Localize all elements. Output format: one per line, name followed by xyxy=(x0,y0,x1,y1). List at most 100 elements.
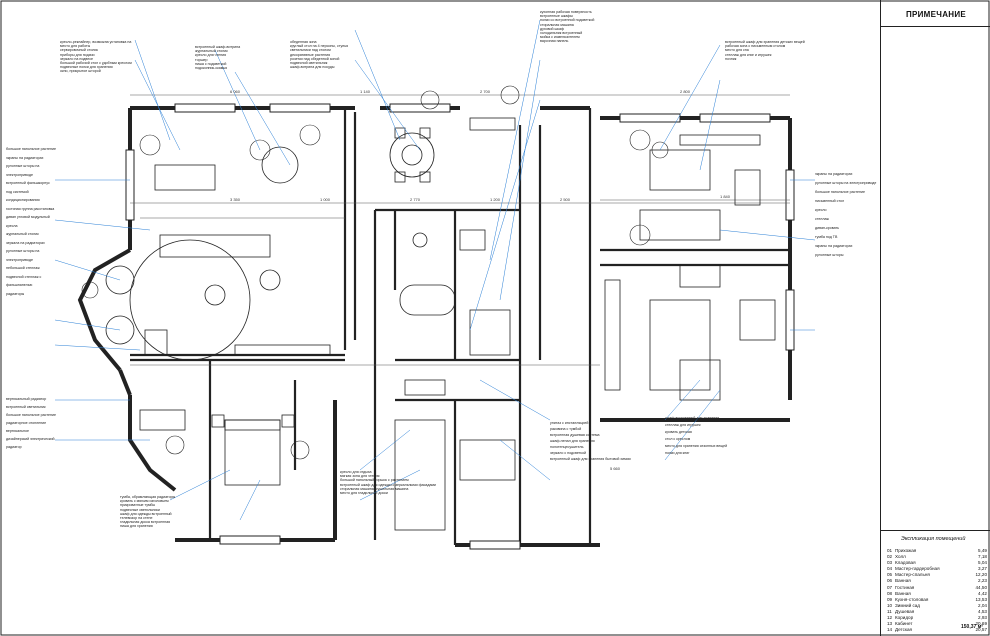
callout-text: встроенный шкаф для хранения детских вещ… xyxy=(725,40,805,44)
room-name: Ванная xyxy=(895,590,911,596)
callouts-bottom-right: шкаф встроенный для хранения стеллаж для… xyxy=(665,415,765,457)
callout-text: стол с креслом xyxy=(665,437,691,441)
callout-text: тумба, обрамляющая радиаторы xyxy=(120,495,176,499)
callout-text: стиральная машина, сушильная машина xyxy=(340,486,409,491)
callout-text: встроенный светильник xyxy=(6,405,46,409)
room-area: 2,04 xyxy=(978,602,987,608)
callout-text: подоконник-скамья xyxy=(195,66,228,71)
plants xyxy=(81,85,669,460)
callout-text: гостиная группа расстановка xyxy=(6,206,55,211)
room-area: 5,04 xyxy=(978,560,987,566)
callout-text: полки для книг xyxy=(665,451,690,455)
callout-leaders xyxy=(54,19,816,521)
callouts-top-right: встроенный шкаф для хранения детских вещ… xyxy=(725,40,815,61)
room-number: 12 xyxy=(887,615,893,621)
explication-divider xyxy=(881,530,990,531)
kids-room-furniture xyxy=(604,264,776,401)
callout-text: письменный стол xyxy=(815,199,845,203)
room-number: 05 xyxy=(887,572,893,578)
room-name: Душевая xyxy=(895,608,915,614)
callout-text: декоративные растения xyxy=(290,52,331,57)
callout-text: круглый стол на 4 персоны, стулья xyxy=(290,44,349,49)
callout-text: встроенный фальшкорпус под системой конд… xyxy=(6,181,50,202)
room-number: 07 xyxy=(887,584,893,590)
callout-text: торшер xyxy=(195,57,208,62)
room-number: 13 xyxy=(887,621,893,627)
callout-text: шкаф для одежды встроенный xyxy=(120,511,172,516)
room-number: 10 xyxy=(887,602,893,608)
callout-text: полки со встроенной подсветкой xyxy=(540,18,595,23)
callout-text: духовой шкаф xyxy=(540,26,565,31)
callout-text: радиаторы xyxy=(6,291,25,296)
callout-text: большое напольное растение xyxy=(815,190,866,194)
callout-text: сервировочный столик xyxy=(60,48,98,53)
room-area: 2,23 xyxy=(978,578,987,584)
room-number: 01 xyxy=(887,548,893,553)
callout-text: большое напольное растение xyxy=(6,147,57,151)
callout-text: кресло-реклайнер, возможна установка на … xyxy=(60,40,132,49)
callouts-bottom-middle: кресло для отдыха мягкая зона для чтения… xyxy=(340,470,440,495)
callout-text: место для хранения сезонных вещей xyxy=(665,444,728,448)
room-name: Детская xyxy=(895,627,913,633)
callout-text: окно, прикрытое шторой xyxy=(60,69,101,74)
bedroom-furniture xyxy=(139,409,516,531)
callout-text: кресло для отдыха xyxy=(340,470,372,474)
dim-mid-3: 2 770 xyxy=(410,197,421,202)
dim-mid-6: 1 840 xyxy=(720,194,731,199)
room-area: 44,50 xyxy=(975,584,988,590)
callout-text: шкаф встроенный для хранения xyxy=(665,416,720,420)
room-area: 20,69 xyxy=(975,621,988,627)
callout-text: раковина с тумбой xyxy=(550,427,582,431)
room-area: 5,49 xyxy=(978,548,987,553)
callout-text: встроенная душевая система xyxy=(550,433,600,437)
callout-text: журнальный столик xyxy=(6,232,39,236)
callout-text: стеллаж для игрушек xyxy=(665,423,701,427)
room-number: 08 xyxy=(887,590,893,596)
dimension-labels: 6 060 1 140 2 700 2 800 3 350 1 000 2 77… xyxy=(230,89,731,471)
dimension-lines xyxy=(130,94,790,366)
callout-text: зеркало на подвесе xyxy=(60,56,93,61)
callout-text: рабочая зона с письменным столом xyxy=(725,44,786,49)
callout-text: кресло xyxy=(815,208,827,212)
dim-top-1: 6 060 xyxy=(230,89,241,94)
dim-mid-1: 3 350 xyxy=(230,197,241,202)
callout-text: экраны на радиаторах xyxy=(6,155,44,160)
callout-text: прикроватные тумбы xyxy=(120,503,156,508)
room-area: 3,27 xyxy=(978,566,987,572)
callout-text: рулонные шторы на электроприводе xyxy=(6,164,40,177)
study-furniture xyxy=(639,134,761,241)
total-area: 150,37 м² xyxy=(961,624,984,630)
dim-mid-2: 1 000 xyxy=(320,197,331,202)
callout-text: кровать с мягким изголовьем xyxy=(120,499,169,504)
callout-text: ночник xyxy=(725,56,737,61)
callout-text: диван угловой модульный xyxy=(6,215,50,219)
room-name: Мастер-гардеробная xyxy=(895,566,940,572)
room-name: Зимний сад xyxy=(895,602,920,608)
callout-text: зеркало с подсветкой xyxy=(550,451,586,455)
callout-text: рулонные шторы на электроприводе xyxy=(815,181,877,185)
notes-title: ПРИМЕЧАНИЕ xyxy=(905,10,967,19)
callout-text: унитаз с инсталляцией xyxy=(550,421,589,425)
callout-text: кресла xyxy=(6,223,18,228)
room-name: Ванная xyxy=(895,578,911,584)
room-name: Холл xyxy=(895,554,906,560)
callout-text: полотенцесушитель xyxy=(550,445,584,449)
callout-text: варочная панель xyxy=(540,39,569,44)
dining-furniture xyxy=(389,117,516,183)
callout-text: дизайнерский электрический радиатор xyxy=(6,437,55,449)
room-name: Коридор xyxy=(895,615,914,621)
callouts-bottom-center: тумба, обрамляющая радиаторы кровать с м… xyxy=(120,495,220,529)
dim-mid-4: 1 200 xyxy=(490,197,501,202)
room-number: 03 xyxy=(887,560,893,566)
callout-text: журнальный столик xyxy=(195,49,228,54)
